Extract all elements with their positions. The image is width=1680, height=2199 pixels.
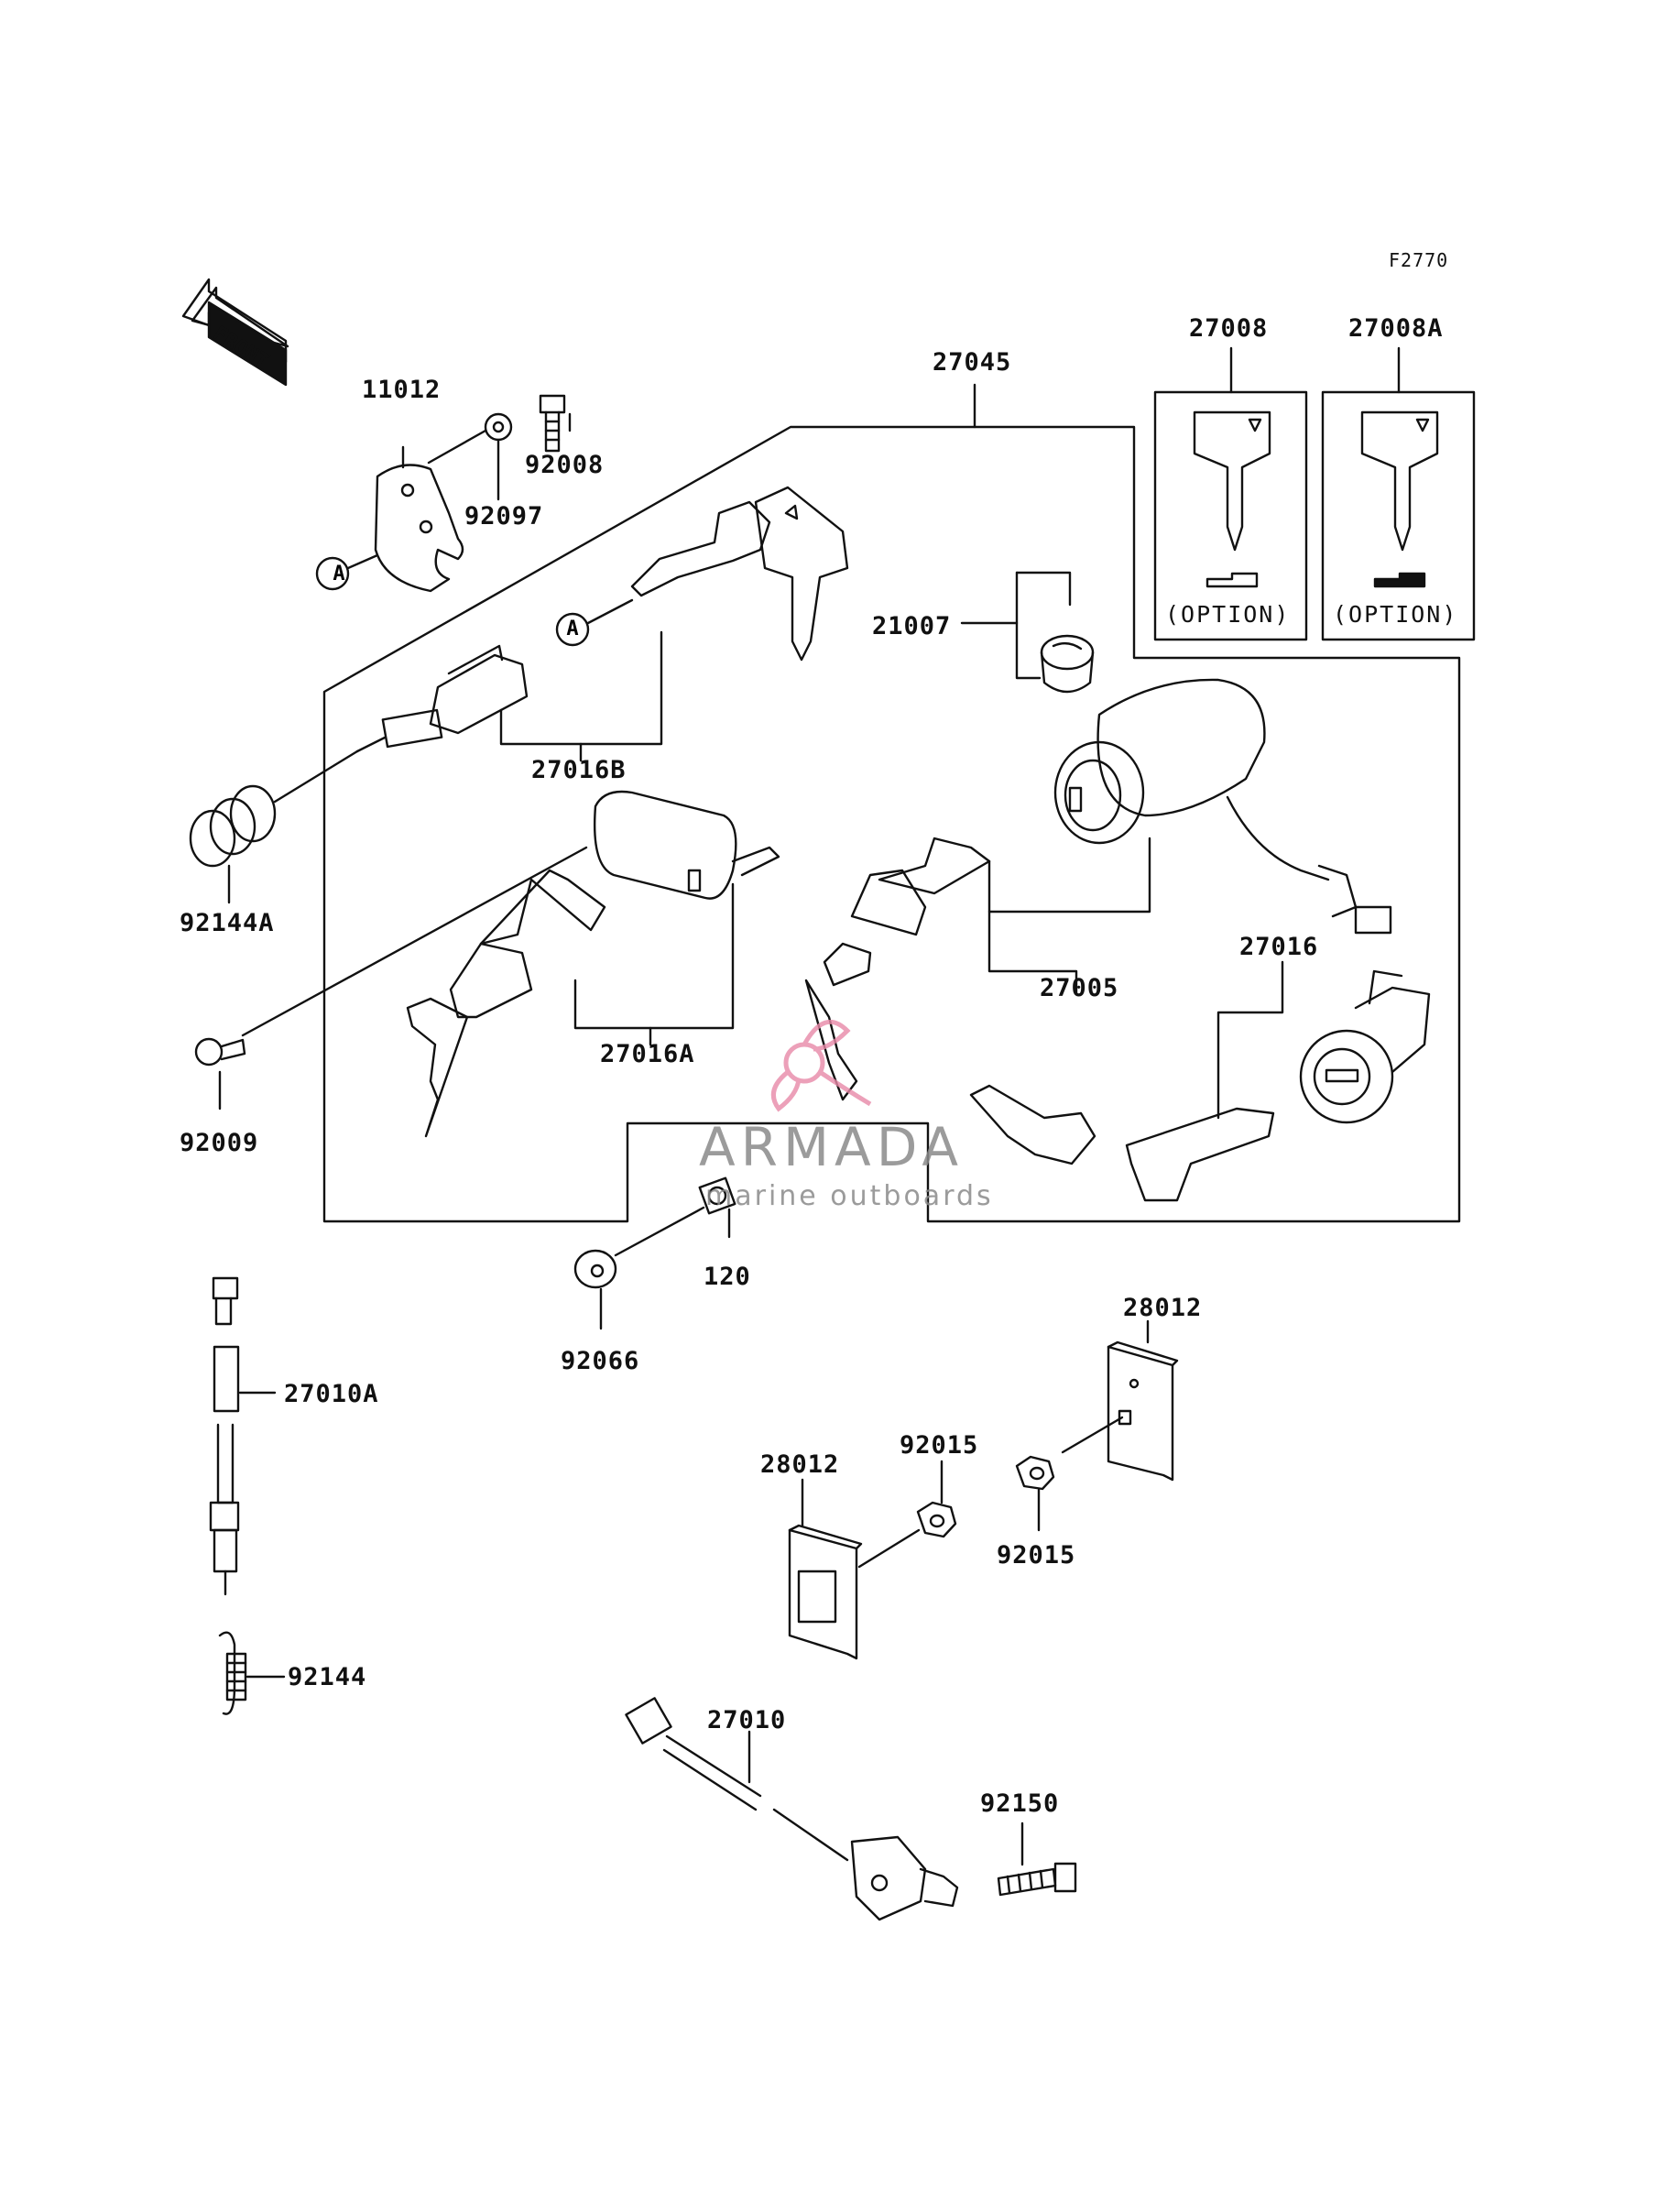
part-label-27016[interactable]: 27016 bbox=[1239, 933, 1319, 961]
key-icon bbox=[406, 869, 606, 1138]
plate-28012-left bbox=[788, 1524, 863, 1660]
switch-icon bbox=[209, 1276, 240, 1596]
ignition-switch-icon bbox=[1053, 678, 1392, 935]
screw-icon bbox=[539, 394, 572, 453]
callout-a-plate: A bbox=[333, 563, 345, 585]
part-label-27045[interactable]: 27045 bbox=[933, 348, 1012, 377]
part-label-27005[interactable]: 27005 bbox=[1040, 974, 1119, 1002]
plate-28012-right bbox=[1107, 1340, 1179, 1482]
front-arrow-icon bbox=[181, 278, 289, 387]
part-label-92066[interactable]: 92066 bbox=[561, 1347, 640, 1375]
part-label-11012[interactable]: 11012 bbox=[362, 376, 442, 404]
watermark-title: ARMADA bbox=[699, 1116, 965, 1178]
option-label-27008A: (OPTION) bbox=[1333, 601, 1458, 628]
part-label-92150[interactable]: 92150 bbox=[980, 1789, 1060, 1818]
part-label-92009[interactable]: 92009 bbox=[180, 1129, 259, 1157]
key-icon bbox=[804, 837, 991, 1101]
front-label: FRONT bbox=[209, 322, 272, 366]
figure-code: F2770 bbox=[1389, 249, 1449, 271]
key-icon bbox=[1193, 410, 1271, 588]
watermark-subtitle: marine outboards bbox=[705, 1180, 994, 1212]
spring-icon bbox=[189, 749, 359, 904]
part-label-92008[interactable]: 92008 bbox=[525, 451, 605, 479]
part-label-120[interactable]: 120 bbox=[704, 1263, 751, 1291]
washer-92066 bbox=[573, 1249, 617, 1289]
part-label-27008A[interactable]: 27008A bbox=[1348, 314, 1444, 343]
part-label-92144A[interactable]: 92144A bbox=[180, 909, 275, 937]
part-label-27008[interactable]: 27008 bbox=[1189, 314, 1269, 343]
key-icon bbox=[969, 1084, 1275, 1202]
option-label-27008: (OPTION) bbox=[1165, 601, 1291, 628]
kit-outline-27045 bbox=[322, 425, 1461, 1223]
lock-cylinder-icon bbox=[355, 644, 529, 753]
cap-21007 bbox=[1040, 634, 1095, 694]
part-label-28012-right[interactable]: 28012 bbox=[1123, 1294, 1203, 1322]
part-label-92015-upper[interactable]: 92015 bbox=[900, 1431, 979, 1460]
screw-icon bbox=[194, 1037, 246, 1110]
spring-icon bbox=[218, 1631, 247, 1715]
nut-92015-left bbox=[916, 1501, 957, 1538]
part-label-92097[interactable]: 92097 bbox=[464, 502, 544, 531]
key-icon bbox=[630, 486, 849, 662]
lock-cylinder-icon bbox=[1299, 969, 1431, 1124]
screw-icon bbox=[997, 1862, 1077, 1897]
nut-120 bbox=[698, 1176, 736, 1215]
part-label-27016B[interactable]: 27016B bbox=[531, 756, 627, 784]
front-label-wrap: FRONT bbox=[209, 322, 272, 366]
lock-cylinder-icon bbox=[594, 790, 780, 900]
switch-icon bbox=[625, 1697, 959, 1921]
callout-a-key: A bbox=[566, 618, 579, 640]
part-label-92015-lower[interactable]: 92015 bbox=[997, 1541, 1076, 1570]
part-label-27016A[interactable]: 27016A bbox=[600, 1040, 695, 1068]
part-label-27010A[interactable]: 27010A bbox=[284, 1380, 379, 1408]
part-label-27010[interactable]: 27010 bbox=[707, 1706, 787, 1734]
key-icon bbox=[1360, 410, 1439, 588]
part-label-21007[interactable]: 21007 bbox=[872, 612, 952, 640]
part-label-92144[interactable]: 92144 bbox=[288, 1663, 367, 1691]
watermark-logo-icon bbox=[770, 1020, 872, 1112]
nut-92015-right bbox=[1015, 1455, 1055, 1491]
part-label-28012-left[interactable]: 28012 bbox=[760, 1450, 840, 1479]
plate-11012 bbox=[346, 445, 464, 593]
